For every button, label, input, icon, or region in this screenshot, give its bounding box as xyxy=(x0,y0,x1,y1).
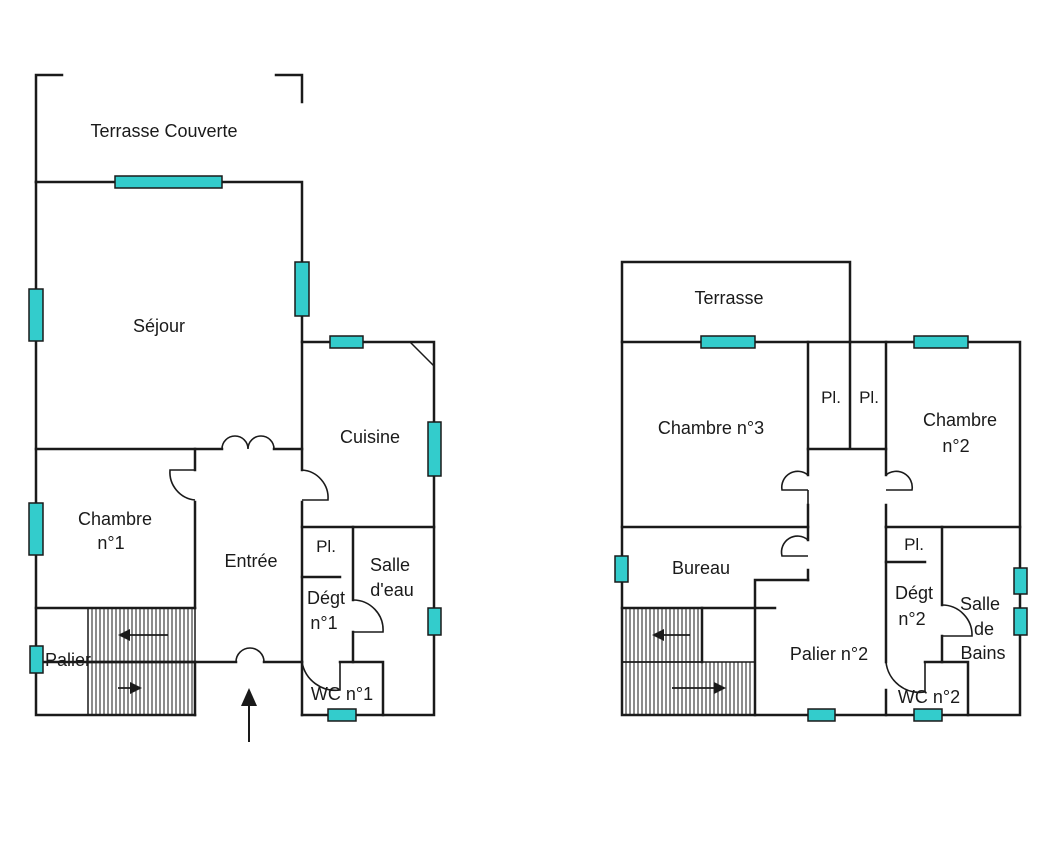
label-entree: Entrée xyxy=(224,551,277,571)
label-terrasse: Terrasse xyxy=(694,288,763,308)
window xyxy=(294,261,310,317)
label-chambre1-line1: Chambre xyxy=(78,509,152,529)
salle-eau-door xyxy=(352,599,384,633)
label-degt2-line1: Dégt xyxy=(895,583,933,603)
covered-terrace-outline xyxy=(34,73,304,184)
wc2-door xyxy=(885,661,926,694)
label-bureau: Bureau xyxy=(672,558,730,578)
chambre1-door xyxy=(169,469,196,501)
window xyxy=(114,175,223,189)
window xyxy=(913,708,943,722)
label-degt1-line1: Dégt xyxy=(307,588,345,608)
first-windows xyxy=(614,335,1028,722)
window xyxy=(1013,567,1028,595)
window xyxy=(1013,607,1028,636)
window xyxy=(427,421,442,477)
label-sejour: Séjour xyxy=(133,316,185,336)
ground-floor-plan: Terrasse Couverte Séjour Cuisine Chambre… xyxy=(28,73,442,742)
label-salle-bains-line3: Bains xyxy=(960,643,1005,663)
label-chambre2-line1: Chambre xyxy=(923,410,997,430)
first-stairs xyxy=(621,607,756,716)
label-salle-bains-line1: Salle xyxy=(960,594,1000,614)
chambre3-door xyxy=(780,470,809,505)
label-degt2-line2: n°2 xyxy=(898,609,925,629)
label-degt1-line2: n°1 xyxy=(310,613,337,633)
window xyxy=(807,708,836,722)
stair-down-arrow xyxy=(652,629,664,641)
label-cuisine: Cuisine xyxy=(340,427,400,447)
window xyxy=(700,335,756,349)
label-placard-a: Pl. xyxy=(821,388,841,407)
wc2-walls xyxy=(923,660,970,717)
label-wc1: WC n°1 xyxy=(311,684,373,704)
ground-stairs xyxy=(86,607,197,716)
cuisine-door xyxy=(301,469,329,501)
first-floor-plan: Terrasse Chambre n°3 Pl. Pl. Chambre n°2… xyxy=(614,260,1028,722)
window xyxy=(28,288,44,342)
label-palier2: Palier n°2 xyxy=(790,644,868,664)
stair-up-arrow xyxy=(118,629,130,641)
label-terrasse-couverte: Terrasse Couverte xyxy=(90,121,237,141)
ground-windows xyxy=(28,175,442,722)
chambre2-door xyxy=(885,470,914,491)
entrance-arrow-icon xyxy=(241,688,257,742)
label-salle-bains-line2: de xyxy=(974,619,994,639)
stair-up-arrow xyxy=(714,682,726,694)
stair-down-arrow xyxy=(130,682,142,694)
bureau-door xyxy=(780,535,809,557)
front-door xyxy=(235,647,265,663)
wc1-door xyxy=(301,661,341,692)
first-outer-wall xyxy=(620,340,1022,717)
label-chambre2-line2: n°2 xyxy=(942,436,969,456)
window xyxy=(28,502,44,556)
terrasse-walls xyxy=(620,260,852,344)
window xyxy=(614,555,629,583)
window xyxy=(427,607,442,636)
sejour-double-door xyxy=(221,435,275,450)
wc1-walls xyxy=(338,660,385,717)
salle-bains-door xyxy=(941,604,973,637)
window xyxy=(29,645,44,674)
label-placard1: Pl. xyxy=(316,537,336,556)
window xyxy=(913,335,969,349)
label-placard-c: Pl. xyxy=(904,535,924,554)
window xyxy=(327,708,357,722)
label-salle-eau-line1: Salle xyxy=(370,555,410,575)
window xyxy=(329,335,364,349)
label-chambre1-line2: n°1 xyxy=(97,533,124,553)
kitchen-corner-diagonal xyxy=(409,341,435,367)
label-salle-eau-line2: d'eau xyxy=(370,580,413,600)
label-wc2: WC n°2 xyxy=(898,687,960,707)
label-chambre3: Chambre n°3 xyxy=(658,418,764,438)
closets-walls xyxy=(806,340,888,451)
ground-outer-wall-right xyxy=(34,180,436,717)
label-palier: Palier xyxy=(45,650,91,670)
label-placard-b: Pl. xyxy=(859,388,879,407)
